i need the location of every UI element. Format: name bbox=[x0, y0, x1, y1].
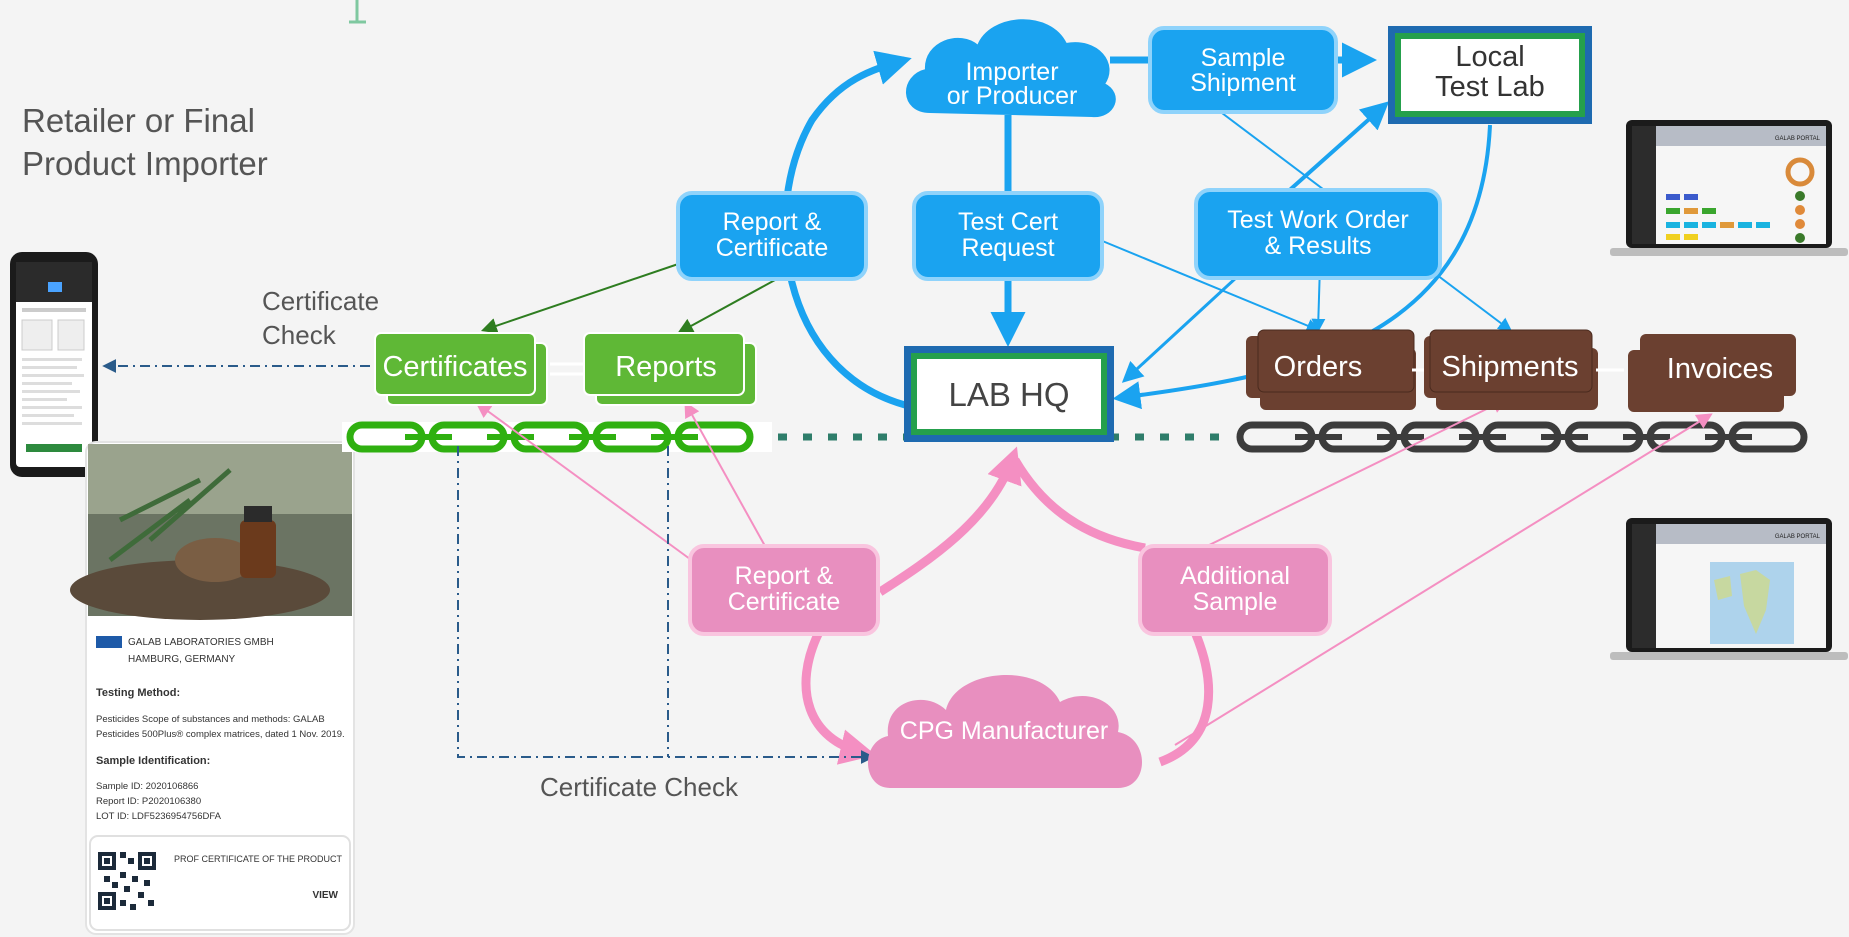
card-company: GALAB LABORATORIES GMBH bbox=[128, 637, 274, 648]
certificate-check-label-line2: Check bbox=[262, 320, 337, 350]
loop-arrow-hq-to-importer bbox=[781, 50, 912, 409]
card-testing-method-line2: Pesticides 500Plus® complex matrices, da… bbox=[96, 729, 345, 740]
invoices-label: Invoices bbox=[1667, 353, 1773, 385]
laptop-dashboard-bottom bbox=[1610, 518, 1848, 660]
card-report-id: Report ID: P2020106380 bbox=[96, 796, 201, 807]
invoices-node[interactable] bbox=[1628, 334, 1796, 412]
orders-node[interactable] bbox=[1246, 329, 1416, 410]
laptop-dashboard-top bbox=[1610, 120, 1848, 256]
card-sample-id: Sample ID: 2020106866 bbox=[96, 781, 198, 792]
pink-line-to-reports bbox=[684, 401, 771, 556]
additional-sample-label-line1: Additional bbox=[1180, 562, 1290, 590]
reports-label: Reports bbox=[615, 351, 717, 383]
reports-node[interactable] bbox=[583, 332, 757, 406]
laptop-top-title: GALAB PORTAL bbox=[1775, 136, 1821, 142]
additional-sample-node[interactable] bbox=[1138, 544, 1332, 636]
sample-shipment-label-line2: Shipment bbox=[1190, 69, 1296, 97]
certificate-check-dashed-path bbox=[457, 446, 875, 764]
dark-chain bbox=[1236, 421, 1808, 453]
local-test-lab-label-line1: Local bbox=[1455, 41, 1524, 73]
line-testcert-to-orders bbox=[1099, 239, 1321, 333]
arrow-report-to-reports bbox=[677, 279, 776, 334]
test-work-order-label-line1: Test Work Order bbox=[1227, 206, 1409, 234]
importer-label-line1: Importer bbox=[965, 58, 1058, 86]
card-view-button[interactable]: VIEW bbox=[312, 890, 338, 901]
local-test-lab-label-line2: Test Lab bbox=[1435, 71, 1545, 103]
arrow-workorder-to-hq bbox=[1121, 263, 1252, 383]
cpg-manufacturer-label: CPG Manufacturer bbox=[900, 717, 1108, 745]
card-sample-identification-heading: Sample Identification: bbox=[96, 755, 210, 767]
card-testing-method-heading: Testing Method: bbox=[96, 687, 180, 699]
smartphone-illustration bbox=[10, 252, 98, 477]
certificate-card bbox=[70, 441, 355, 935]
certificate-check-label-line1: Certificate bbox=[262, 286, 379, 316]
shipments-node[interactable] bbox=[1424, 329, 1598, 410]
pink-arc-report-to-cpg bbox=[801, 627, 877, 765]
local-test-lab-node[interactable] bbox=[1388, 26, 1592, 124]
card-proof-label: PROF CERTIFICATE OF THE PRODUCT bbox=[174, 854, 343, 864]
arrow-report-to-certificates bbox=[480, 259, 691, 334]
test-cert-request-node[interactable] bbox=[912, 191, 1104, 281]
laptop-bottom-title: GALAB PORTAL bbox=[1775, 534, 1821, 540]
retailer-label-line2: Product Importer bbox=[22, 145, 268, 182]
card-lot-id: LOT ID: LDF5236954756DFA bbox=[96, 811, 222, 822]
test-work-order-label-line2: & Results bbox=[1265, 232, 1372, 260]
qr-code-icon bbox=[98, 852, 156, 910]
bottom-certificate-check-label: Certificate Check bbox=[540, 772, 739, 802]
pink-arc-cpg-to-sample bbox=[1158, 630, 1214, 767]
pink-arc-cpg-to-hq-left bbox=[877, 446, 1022, 596]
card-testing-method-line1: Pesticides Scope of substances and metho… bbox=[96, 714, 325, 725]
additional-sample-label-line2: Sample bbox=[1193, 588, 1278, 616]
test-work-order-node[interactable] bbox=[1194, 188, 1442, 280]
report-certificate-bottom-node[interactable] bbox=[688, 544, 880, 636]
retailer-label-line1: Retailer or Final bbox=[22, 102, 255, 139]
certificates-label: Certificates bbox=[382, 351, 527, 383]
report-cert-bottom-label-line1: Report & bbox=[735, 562, 834, 590]
lab-hq-label: LAB HQ bbox=[948, 376, 1069, 413]
report-cert-bottom-label-line2: Certificate bbox=[728, 588, 841, 616]
report-certificate-top-node[interactable] bbox=[676, 191, 868, 281]
card-qr-section: PROF CERTIFICATE OF THE PRODUCT VIEW bbox=[89, 835, 351, 931]
test-cert-request-label-line2: Request bbox=[961, 234, 1054, 262]
report-cert-top-label-line1: Report & bbox=[723, 208, 822, 236]
lab-hq-node[interactable] bbox=[904, 346, 1114, 442]
orders-label: Orders bbox=[1274, 351, 1363, 383]
sample-shipment-label-line1: Sample bbox=[1201, 44, 1286, 72]
green-chain bbox=[342, 421, 772, 453]
pink-line-cpg-to-invoices bbox=[1174, 413, 1713, 746]
certificates-node[interactable] bbox=[374, 332, 548, 406]
importer-cloud[interactable] bbox=[906, 19, 1116, 118]
cpg-manufacturer-cloud[interactable] bbox=[867, 675, 1142, 788]
importer-label-line2: or Producer bbox=[947, 82, 1078, 110]
pink-arc-cpg-to-hq-right bbox=[1011, 457, 1146, 553]
card-location: HAMBURG, GERMANY bbox=[128, 654, 236, 665]
title-fragment-glyph bbox=[349, 0, 366, 24]
report-cert-top-label-line2: Certificate bbox=[716, 234, 829, 262]
shipments-label: Shipments bbox=[1441, 351, 1578, 383]
sample-shipment-node[interactable] bbox=[1148, 26, 1338, 114]
test-cert-request-label-line1: Test Cert bbox=[958, 208, 1058, 236]
